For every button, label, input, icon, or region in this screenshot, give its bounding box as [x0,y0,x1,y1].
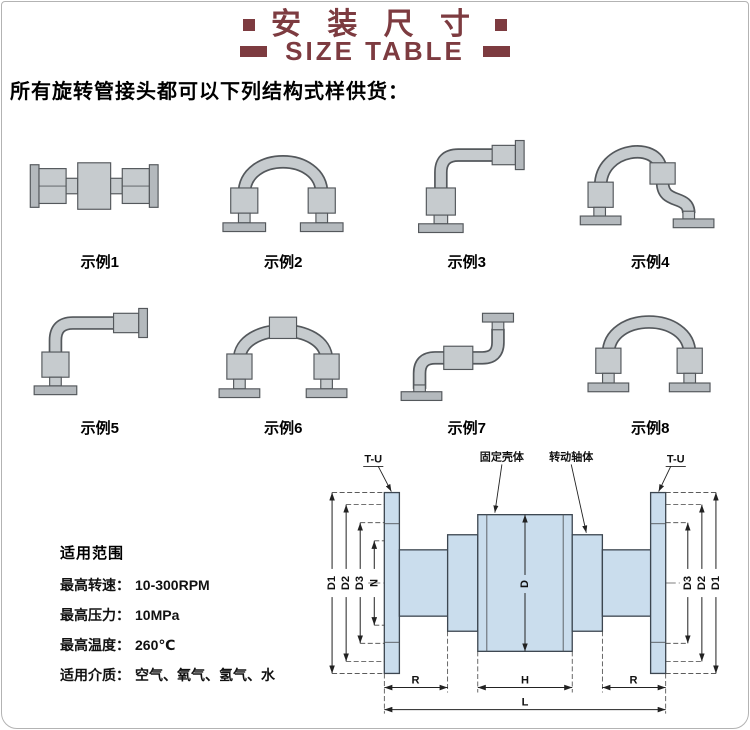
example-3: 示例3 [375,106,559,272]
intro-text: 所有旋转管接头都可以下列结构式样供货： [10,80,409,103]
example-1-caption: 示例1 [80,253,119,271]
spec-media: 适用介质：空气、氧气、氢气、水 [60,666,275,683]
dim-label-d2-right: D2 [696,576,708,590]
example-6-caption: 示例6 [264,419,303,437]
example-3-caption: 示例3 [447,253,486,271]
label-tu-right: T-U [667,453,685,465]
label-tu-left: T-U [364,453,382,465]
example-5-caption: 示例5 [80,419,119,437]
dims-bottom: R H R L [383,631,667,714]
example-6: 示例6 [192,272,376,438]
title-row: 安 装 尺 寸 [2,9,748,41]
label-fixed-housing: 固定壳体 [480,449,525,463]
dim-label-d1-left: D1 [326,576,338,590]
example-7-caption: 示例7 [447,419,486,437]
example-1: 示例1 [8,106,192,272]
examples-grid: 示例1 示例2 [2,104,748,438]
specs-list: 最高转速：10-300RPM 最高压力：10MPa 最高温度：260℃ 适用介质… [60,575,318,685]
example-8: 示例8 [559,272,743,438]
example-2: 示例2 [192,106,376,272]
dim-label-d: D [519,580,531,588]
subtitle-row: SIZE TABLE [2,35,748,66]
dim-label-r-right: R [630,674,638,686]
specs-block: 适用范围 最高转速：10-300RPM 最高压力：10MPa 最高温度：260℃… [2,442,318,725]
example-4-caption: 示例4 [631,253,670,271]
example-2-drawing [222,155,344,232]
bottom-section: 适用范围 最高转速：10-300RPM 最高压力：10MPa 最高温度：260℃… [2,442,748,725]
page-title-en: SIZE TABLE [285,35,465,66]
example-4: 示例4 [559,106,743,272]
example-4-drawing [579,144,715,229]
dim-label-d3-right: D3 [682,576,694,590]
example-5: 示例5 [8,272,192,438]
spec-max-temperature: 最高温度：260℃ [60,636,176,653]
dims-left: D1 D2 D3 N [326,491,385,674]
joint-body [383,491,667,674]
dim-label-d2-left: D2 [340,576,352,590]
spec-max-pressure: 最高压力：10MPa [60,606,180,623]
example-7-drawing [400,312,514,401]
decor-square-right-icon [495,18,507,31]
dim-d-center: D [519,514,531,652]
dim-label-n: N [368,579,380,587]
example-5-drawing [33,307,148,396]
decor-square-left-icon [242,18,255,31]
example-8-drawing [587,315,711,393]
label-rotating-shaft: 转动轴体 [549,449,594,463]
decor-bar-right-icon [482,45,510,57]
spec-max-speed: 最高转速：10-300RPM [60,576,210,593]
example-1-drawing [29,162,159,210]
dim-label-r-left: R [411,674,419,686]
page-title-cn: 安 装 尺 寸 [270,8,479,41]
joint-dimension-svg: T-U 固定壳体 转动轴体 T-U D [326,449,722,714]
example-7: 示例7 [375,272,559,438]
example-6-drawing [218,316,348,398]
dim-label-h: H [521,674,529,686]
example-8-caption: 示例8 [631,419,670,437]
page-header: 安 装 尺 寸 SIZE TABLE [2,2,748,65]
example-2-caption: 示例2 [264,253,303,271]
specs-heading: 适用范围 [60,544,125,562]
dim-label-d1-right: D1 [710,576,722,590]
dim-label-l: L [522,696,529,708]
example-3-drawing [417,139,525,233]
decor-bar-left-icon [240,45,268,57]
dimension-drawing: T-U 固定壳体 转动轴体 T-U D [318,442,748,725]
callouts: T-U 固定壳体 转动轴体 T-U [363,449,686,533]
dims-right: D3 D2 D1 [665,491,722,674]
dim-label-d3-left: D3 [354,576,366,590]
